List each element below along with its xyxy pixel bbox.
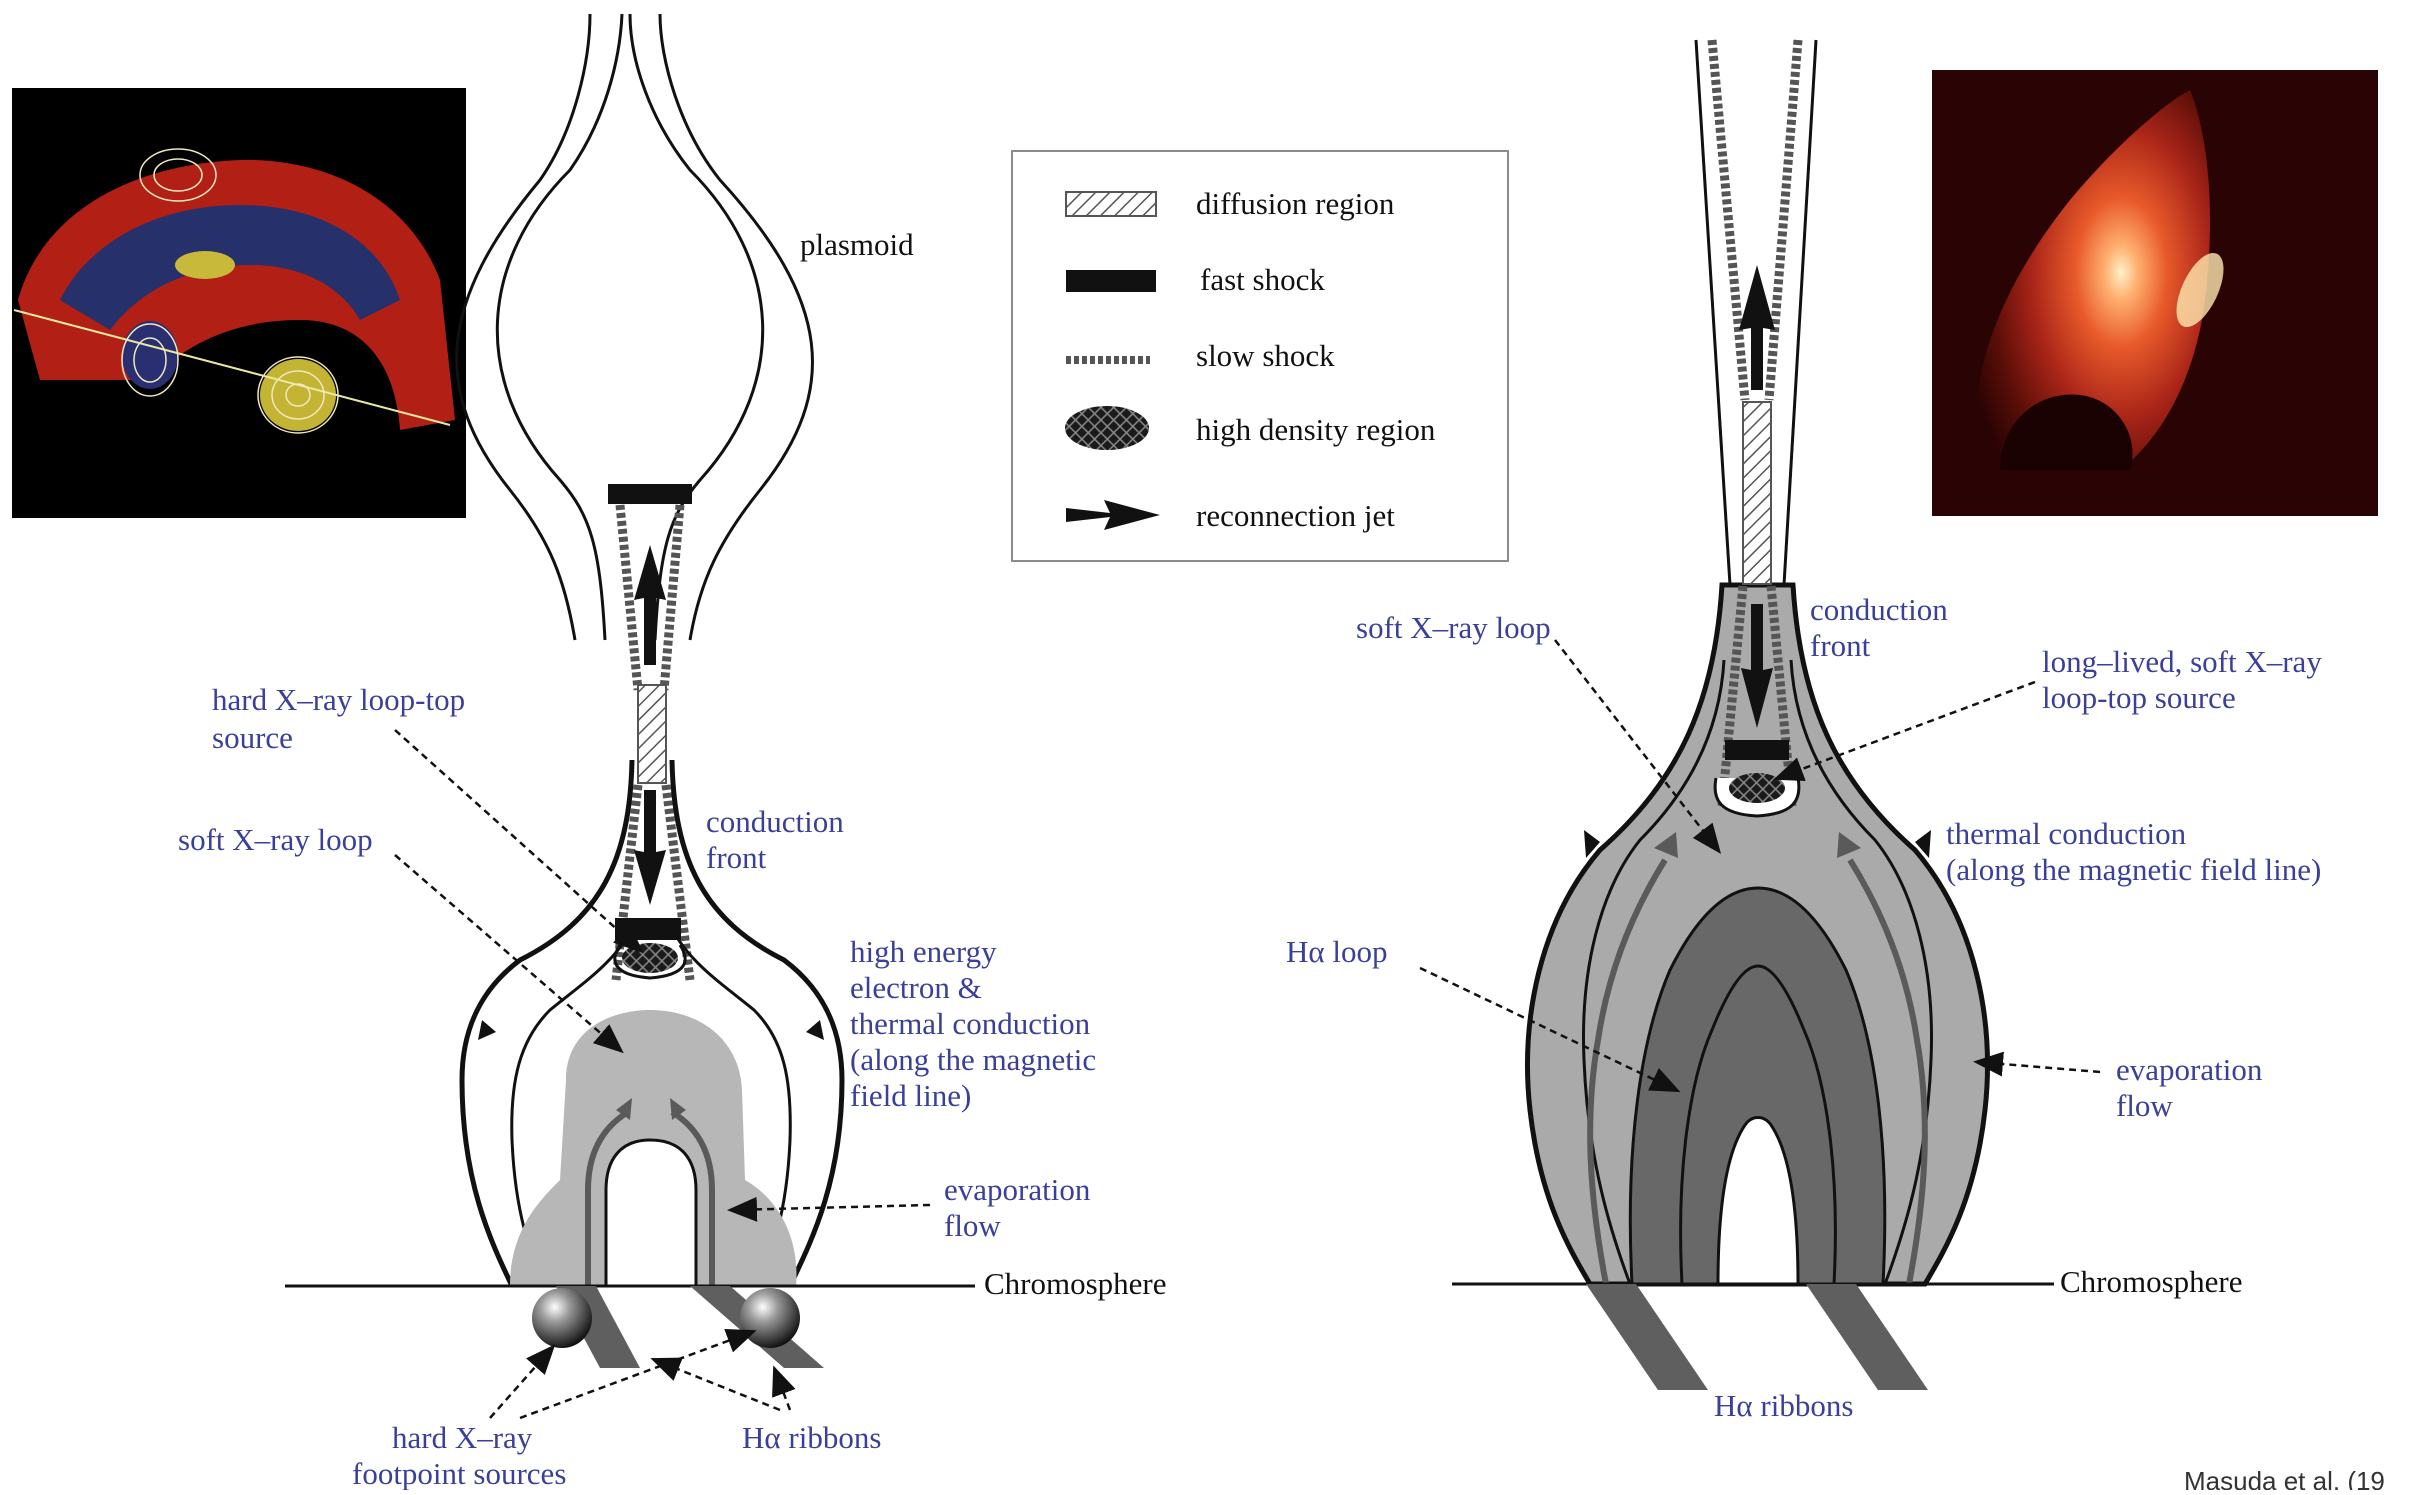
- label-ha-ribbons-right: Hα ribbons: [1714, 1388, 1853, 1423]
- label-evaporation-right-2: flow: [2116, 1088, 2173, 1123]
- label-ha-ribbons-left: Hα ribbons: [742, 1420, 881, 1455]
- label-evaporation-left-2: flow: [944, 1208, 1001, 1243]
- legend: diffusion region fast shock slow shock h…: [1012, 151, 1508, 561]
- label-high-energy-1: high energy: [850, 934, 997, 969]
- label-conduction-front-right-1: conduction: [1810, 592, 1948, 627]
- right-observation-image: [1932, 70, 2378, 516]
- label-ha-loop: Hα loop: [1286, 934, 1388, 969]
- label-long-lived-2: loop-top source: [2042, 680, 2236, 715]
- legend-fast-swatch: [1066, 270, 1156, 292]
- label-evaporation-left-1: evaporation: [944, 1172, 1091, 1207]
- label-conduction-front-left-1: conduction: [706, 804, 844, 839]
- legend-label-slow: slow shock: [1196, 338, 1335, 373]
- legend-density-swatch: [1065, 406, 1149, 450]
- label-chromosphere-right: Chromosphere: [2060, 1264, 2243, 1299]
- label-hxr-footpoint-2: footpoint sources: [352, 1456, 566, 1490]
- label-high-energy-4: (along the magnetic: [850, 1042, 1096, 1077]
- label-hxr-looptop-2: source: [212, 720, 293, 755]
- label-evaporation-right-1: evaporation: [2116, 1052, 2263, 1087]
- label-high-energy-3: thermal conduction: [850, 1006, 1091, 1041]
- left-observation-image: [12, 88, 466, 518]
- legend-label-density: high density region: [1196, 412, 1436, 447]
- label-thermal-conduction-2: (along the magnetic field line): [1946, 852, 2321, 887]
- legend-diffusion-swatch: [1066, 192, 1156, 216]
- label-long-lived-1: long–lived, soft X–ray: [2042, 644, 2322, 679]
- label-plasmoid: plasmoid: [800, 227, 914, 262]
- label-conduction-front-left-2: front: [706, 840, 767, 875]
- label-high-energy-5: field line): [850, 1078, 971, 1113]
- label-conduction-front-right-2: front: [1810, 628, 1871, 663]
- label-high-energy-2: electron &: [850, 970, 982, 1005]
- label-thermal-conduction-1: thermal conduction: [1946, 816, 2187, 851]
- label-chromosphere-left: Chromosphere: [984, 1266, 1167, 1301]
- label-sxr-loop-right: soft X–ray loop: [1356, 610, 1551, 645]
- label-hxr-looptop-1: hard X–ray loop-top: [212, 682, 465, 717]
- citation: Masuda et al. (19: [2184, 1466, 2385, 1490]
- label-hxr-footpoint-1: hard X–ray: [392, 1420, 533, 1455]
- legend-label-jet: reconnection jet: [1196, 498, 1395, 533]
- legend-label-fast: fast shock: [1200, 262, 1325, 297]
- legend-label-diffusion: diffusion region: [1196, 186, 1395, 221]
- label-sxr-loop-left: soft X–ray loop: [178, 822, 373, 857]
